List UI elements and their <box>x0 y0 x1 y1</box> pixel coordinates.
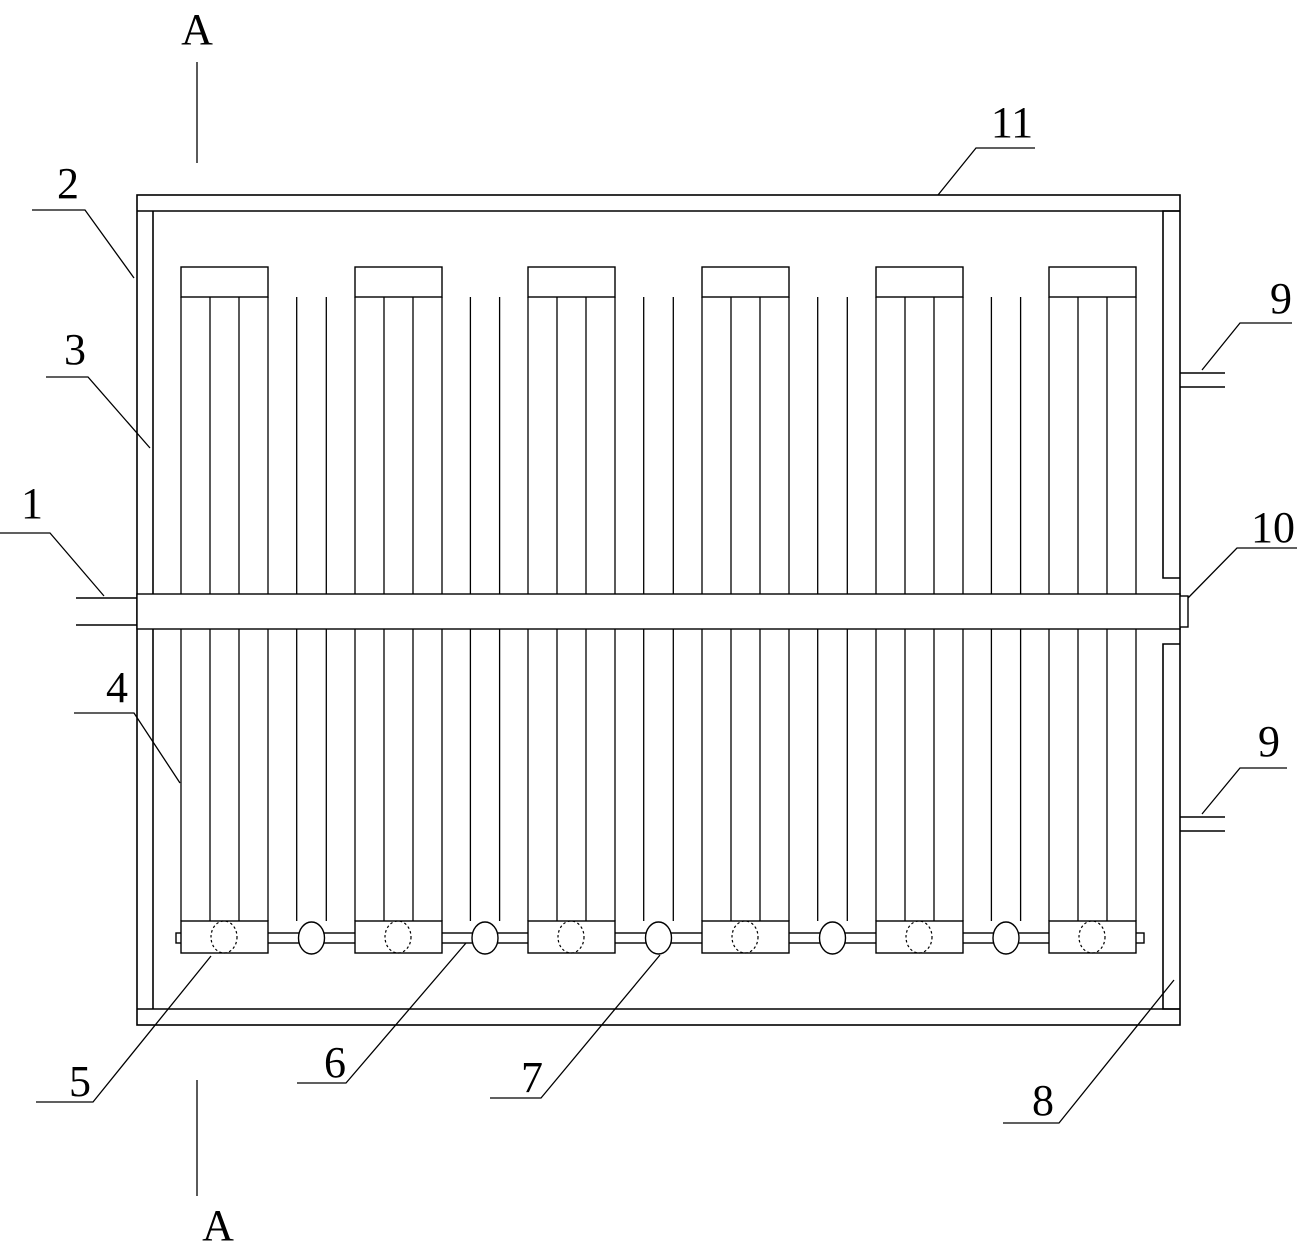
bottom-block-3 <box>527 920 616 954</box>
callout-label-10: 10 <box>1251 503 1295 552</box>
callout-6: 6 <box>297 942 467 1087</box>
callout-8: 8 <box>1003 979 1175 1125</box>
central-shaft <box>136 593 1189 630</box>
bottom-block-5 <box>875 920 964 954</box>
callout-9-upper: 9 <box>1201 274 1292 371</box>
bottom-block-1 <box>180 920 269 954</box>
roller-2 <box>471 921 499 955</box>
callout-3: 3 <box>46 325 151 449</box>
callout-label-1: 1 <box>21 479 43 528</box>
bottom-block-bearing <box>905 920 933 954</box>
callout-label-2: 2 <box>57 159 79 208</box>
callout-label-5: 5 <box>69 1057 91 1106</box>
electrode-top-cap <box>1048 266 1137 298</box>
callout-4: 4 <box>74 663 181 784</box>
bottom-block-bearing <box>557 920 585 954</box>
bottom-block-bearing <box>1078 920 1106 954</box>
electrode-group-6 <box>1048 266 1137 921</box>
right-outlet-wall <box>1162 210 1180 1010</box>
electrode-top-cap <box>875 266 964 298</box>
roller-5 <box>992 921 1020 955</box>
callout-label-6: 6 <box>324 1038 346 1087</box>
bottom-block-bearing <box>210 920 238 954</box>
outlet-pipe-upper <box>1180 372 1225 388</box>
callout-7: 7 <box>490 954 661 1102</box>
section-label-bottom: A <box>202 1201 234 1248</box>
bottom-block-bearing <box>731 920 759 954</box>
callout-label-4: 4 <box>106 663 128 712</box>
bottom-drive-assembly <box>175 920 1145 955</box>
bottom-block-4 <box>701 920 790 954</box>
callout-label-8: 8 <box>1032 1076 1054 1125</box>
section-label-top: A <box>181 5 213 54</box>
bottom-block-2 <box>354 920 443 954</box>
section-mark-bottom: A <box>196 1080 234 1248</box>
electrode-top-cap <box>354 266 443 298</box>
callout-label-3: 3 <box>64 325 86 374</box>
callout-11: 11 <box>937 98 1035 196</box>
electrode-top-cap <box>701 266 790 298</box>
callout-1: 1 <box>0 479 105 597</box>
callout-label-9-lower: 9 <box>1258 717 1280 766</box>
callout-9-lower: 9 <box>1201 717 1287 815</box>
callout-label-7: 7 <box>521 1053 543 1102</box>
inlet-pipe <box>76 597 137 626</box>
roller-3 <box>644 921 673 955</box>
callout-5: 5 <box>36 955 212 1106</box>
electrode-top-cap <box>527 266 616 298</box>
callout-10: 10 <box>1187 503 1297 599</box>
bottom-block-6 <box>1048 920 1137 954</box>
roller-1 <box>297 921 326 955</box>
outlet-pipe-lower <box>1180 816 1225 832</box>
callout-label-11: 11 <box>991 98 1033 147</box>
roller-4 <box>818 921 847 955</box>
callout-label-9-upper: 9 <box>1270 274 1292 323</box>
callout-2: 2 <box>32 159 135 279</box>
bottom-block-bearing <box>384 920 412 954</box>
section-mark-top: A <box>181 5 213 163</box>
electrode-top-cap <box>180 266 269 298</box>
